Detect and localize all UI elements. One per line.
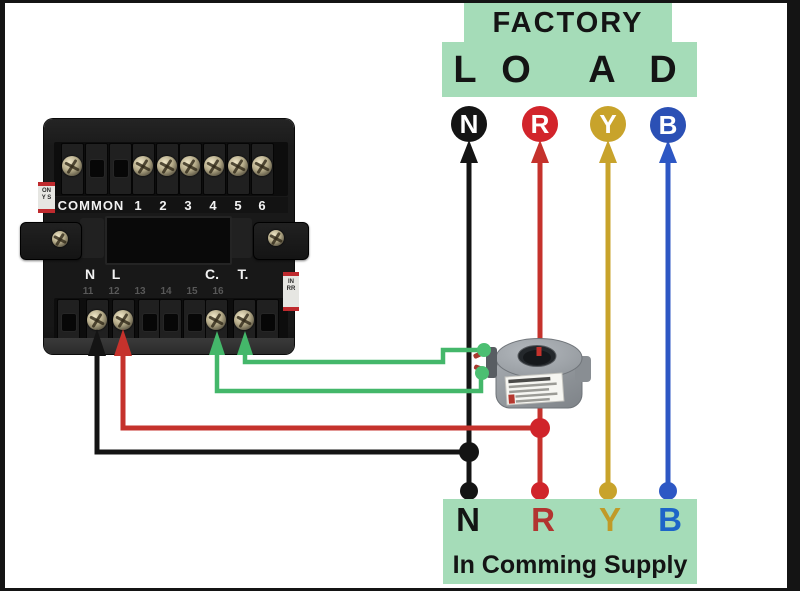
arrow-terminal-c-icon (209, 331, 225, 355)
load-letter-l: L (453, 49, 477, 91)
supply-letter-y: Y (598, 501, 622, 538)
terminal-number-14: 14 (160, 286, 172, 297)
terminal-screw (228, 156, 248, 176)
endpoint-dot-yellow (599, 482, 617, 500)
wire-meter-neutral (94, 350, 469, 455)
supply-letter-r: R (531, 501, 555, 538)
terminal-screw (133, 156, 153, 176)
terminal-hole (142, 313, 158, 332)
terminal-hole (187, 313, 203, 332)
phase-circle-red: R (522, 106, 558, 142)
endpoint-dot-blue (659, 482, 677, 500)
terminal-number-15: 15 (186, 286, 198, 297)
terminal-screw (252, 156, 272, 176)
terminal-screw (180, 156, 200, 176)
frame-edge-left (0, 0, 5, 591)
terminal-number-13: 13 (134, 286, 146, 297)
meter-bottom-rim (44, 338, 294, 354)
frame-edge-right (787, 0, 800, 591)
endpoint-dot-red (531, 482, 549, 500)
meter-line-label: L (111, 266, 121, 282)
arrow-up-yellow-icon (599, 140, 617, 163)
terminal-screw (204, 156, 224, 176)
incoming-supply-caption: In Comming Supply (452, 551, 688, 579)
terminal-screw-line (113, 310, 133, 330)
meter-terminal-6: 6 (258, 198, 266, 213)
meter-center-plate (105, 216, 232, 265)
terminal-number-11: 11 (82, 286, 94, 297)
arrow-up-blue-icon (659, 140, 677, 163)
terminal-number-16: 16 (212, 286, 224, 297)
terminal-screw (157, 156, 177, 176)
supply-letter-b: B (658, 501, 682, 538)
arrow-terminal-l-icon (114, 329, 132, 356)
meter-top-label-strip (54, 197, 288, 213)
endpoint-dot-neutral (460, 482, 478, 500)
terminal-screw (62, 156, 82, 176)
wire-meter-line (120, 350, 540, 431)
meter-right-sticker: IN RR (283, 272, 299, 311)
meter-terminal-1: 1 (134, 198, 142, 213)
phase-circle-neutral: N (451, 106, 487, 142)
load-letter-d: D (649, 49, 677, 91)
terminal-hole (89, 159, 105, 178)
current-transformer (473, 338, 591, 409)
arrow-terminal-n-icon (88, 329, 106, 356)
meter-terminal-5: 5 (234, 198, 242, 213)
terminal-hole (163, 313, 179, 332)
ct-terminal-dot-top (477, 343, 491, 357)
junction-dot-neutral (459, 442, 479, 462)
wire-ct-c (214, 348, 484, 394)
terminal-screw-ct-c (206, 310, 226, 330)
meter-terminal-2: 2 (159, 198, 167, 213)
mounting-screw-left (52, 231, 68, 247)
bracket-slot (228, 218, 252, 258)
terminal-hole (113, 159, 129, 178)
ct-spec-label (504, 372, 565, 406)
frame-edge-bottom (0, 588, 800, 591)
supply-letter-n: N (456, 501, 480, 538)
wire-ct-t (242, 347, 483, 365)
phase-circle-blue: B (650, 107, 686, 143)
arrow-up-red-icon (531, 140, 549, 163)
terminal-screw-neutral (87, 310, 107, 330)
ct-terminal-dot-bottom (475, 366, 489, 380)
factory-banner: FACTORY (464, 3, 672, 42)
meter-terminal-4: 4 (209, 198, 217, 213)
mounting-ear-left (20, 222, 82, 260)
mounting-screw-right (268, 230, 284, 246)
terminal-hole (260, 313, 276, 332)
load-letter-o: O (501, 49, 531, 91)
arrow-up-neutral-icon (460, 140, 478, 163)
terminal-number-12: 12 (108, 286, 120, 297)
arrow-terminal-t-icon (237, 331, 253, 355)
phase-circle-yellow: Y (590, 106, 626, 142)
meter-neutral-label: N (84, 266, 96, 282)
meter-common-label: COMMON (57, 198, 125, 213)
energy-meter-rear: COMMON 1 2 3 4 5 6 N L C. T. 11 12 13 14… (20, 119, 309, 354)
terminal-hole (61, 313, 77, 332)
bracket-slot (80, 218, 104, 258)
load-banner: L O A D (442, 42, 697, 97)
meter-ct-c-label: C. (205, 266, 219, 282)
load-letter-a: A (588, 49, 616, 91)
junction-dot-red (530, 418, 550, 438)
incoming-supply-banner: N R Y B In Comming Supply (443, 499, 697, 584)
terminal-screw-ct-t (234, 310, 254, 330)
frame-edge-top (0, 0, 800, 3)
meter-terminal-3: 3 (184, 198, 192, 213)
meter-ct-t-label: T. (237, 266, 249, 282)
meter-left-sticker: ON Y S (38, 182, 55, 213)
